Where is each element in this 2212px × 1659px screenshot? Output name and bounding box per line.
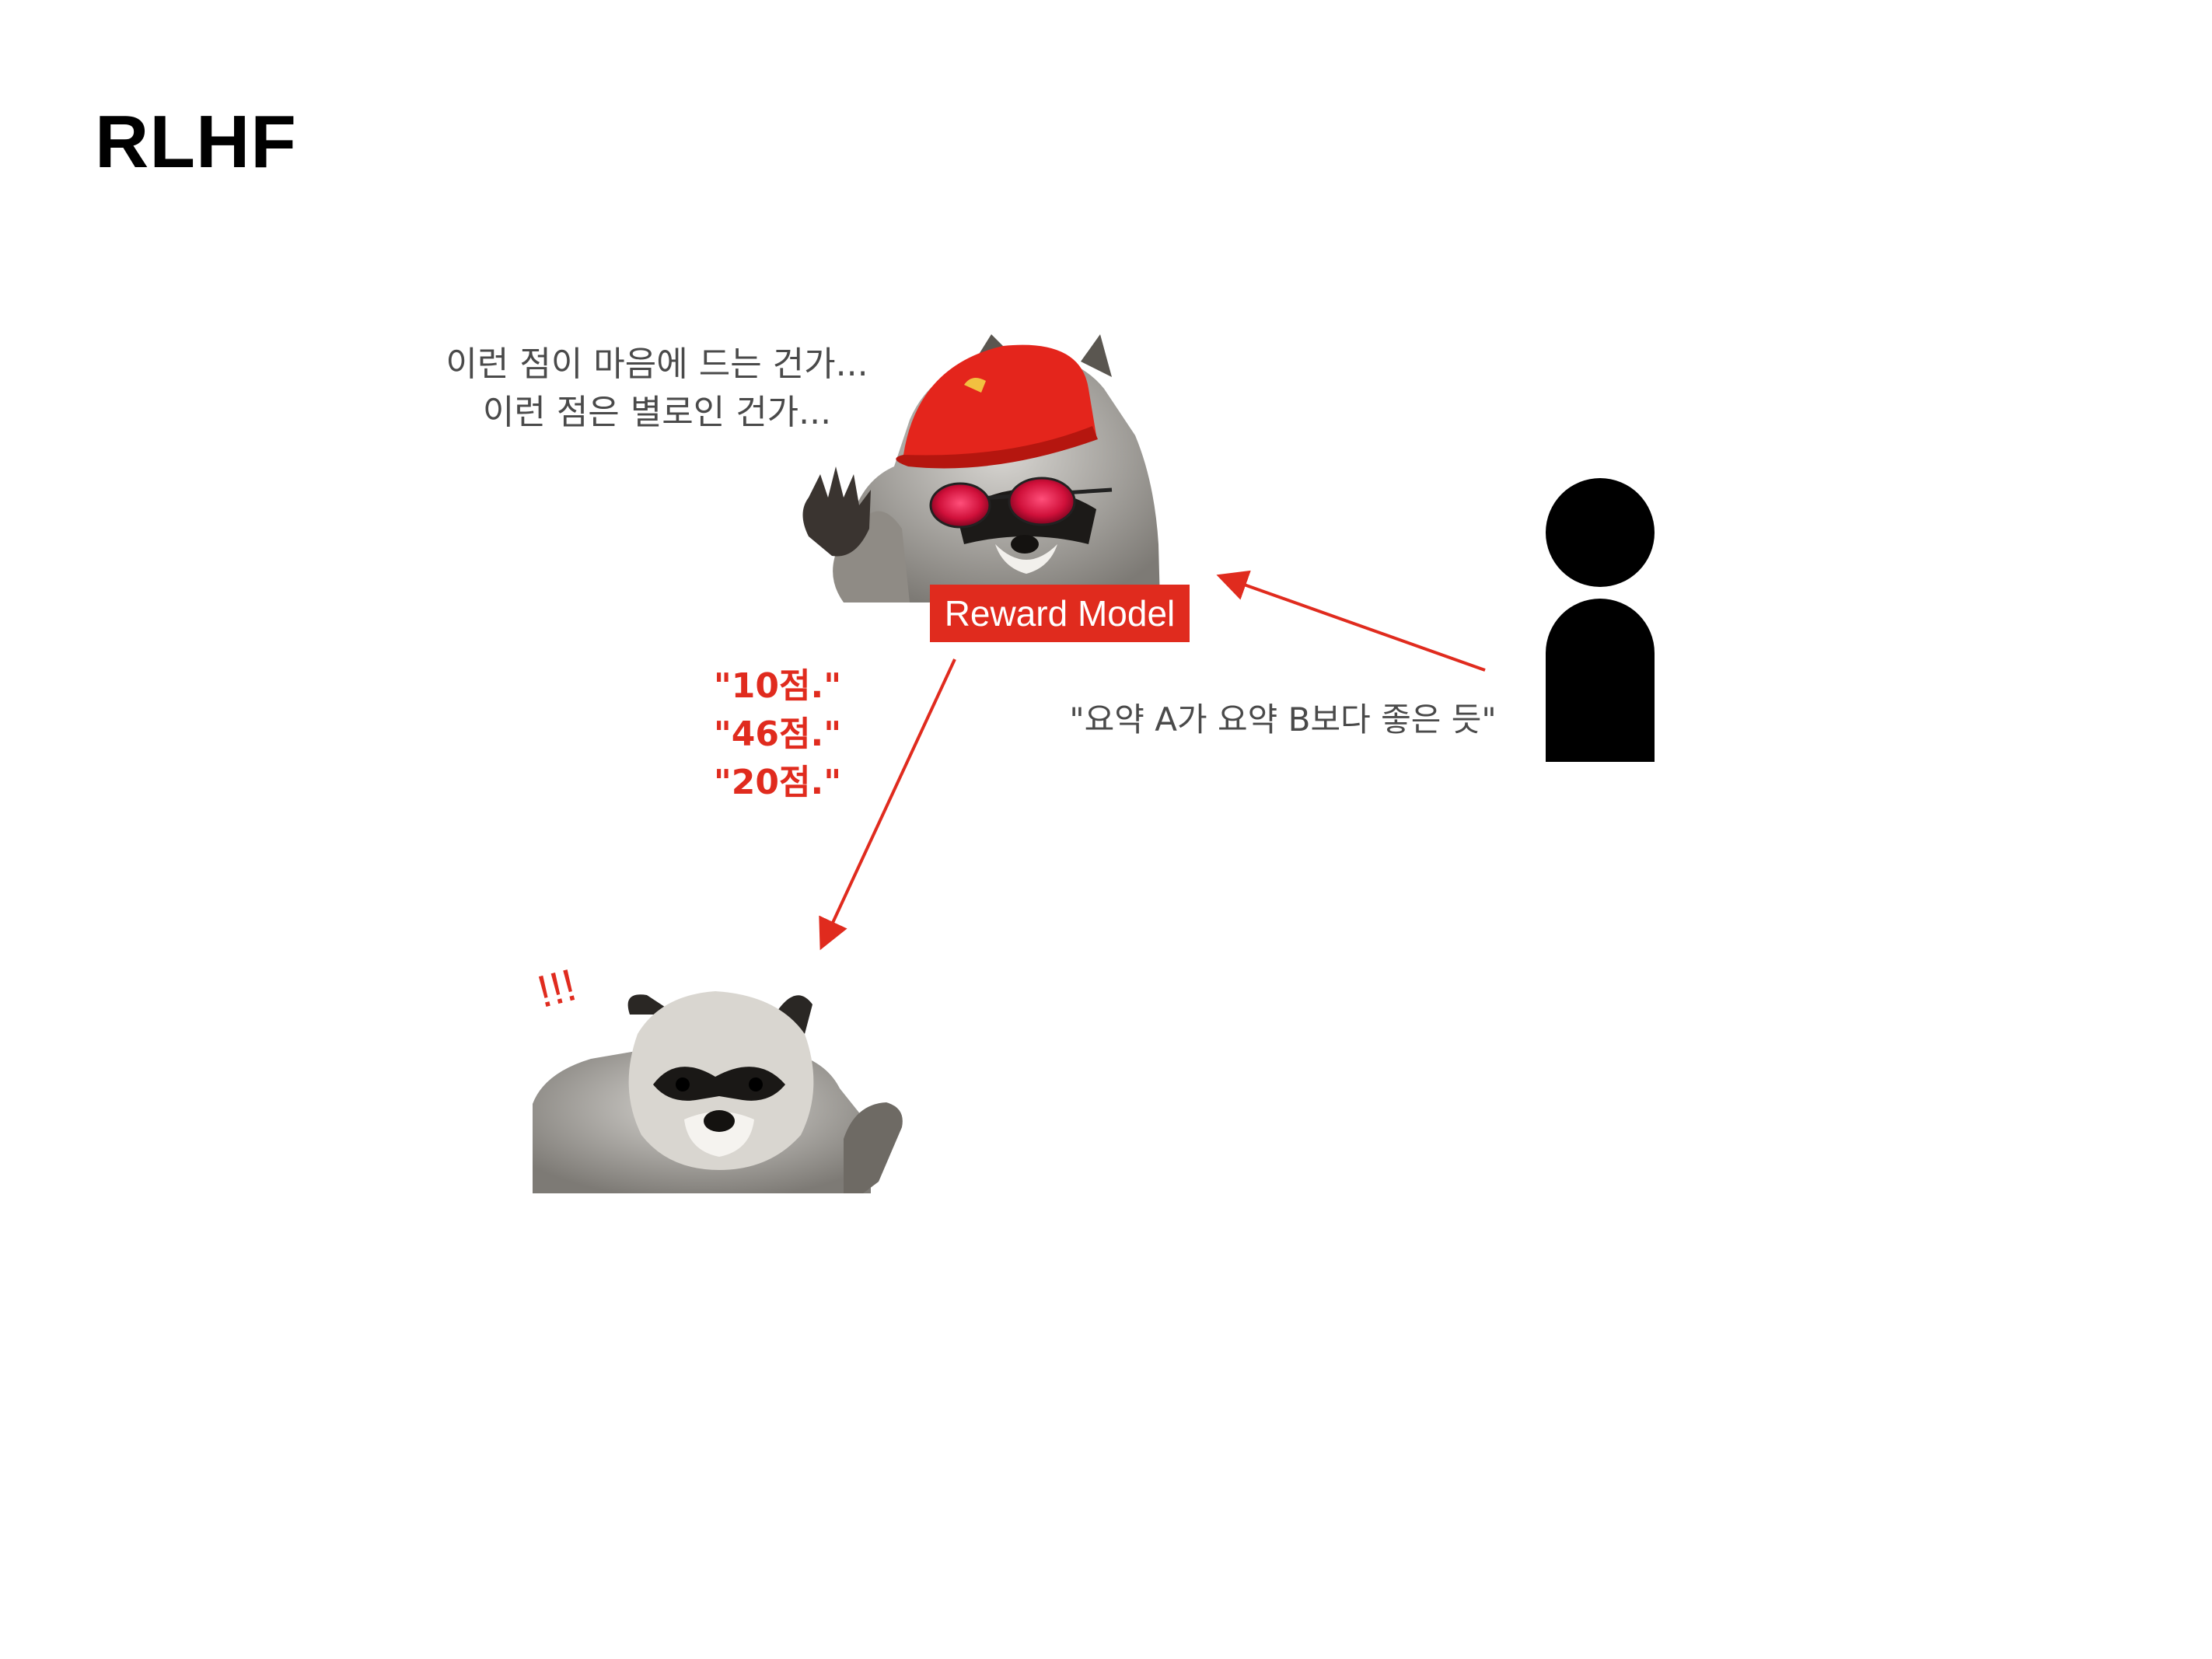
score-item: "20점." xyxy=(713,763,842,802)
feedback-arrow xyxy=(1216,570,1486,672)
score-item: "46점." xyxy=(713,714,842,754)
person-icon xyxy=(1546,478,1655,762)
reward-model-thought: 이런 점이 마음에 드는 건가... 이런 점은 별로인 건가... xyxy=(420,341,894,437)
surprised-raccoon-icon xyxy=(533,991,903,1193)
reward-model-label: Reward Model xyxy=(930,585,1190,642)
score-list: "10점." "46점." "20점." xyxy=(700,662,855,807)
thought-line-2: 이런 점은 별로인 건가... xyxy=(482,393,832,432)
score-item: "10점." xyxy=(713,666,842,706)
slide-title: RLHF xyxy=(95,100,297,183)
human-feedback-text: "요약 A가 요약 B보다 좋은 듯" xyxy=(1069,700,1497,739)
reward-model-raccoon-icon xyxy=(802,334,1160,602)
thought-line-1: 이런 점이 마음에 드는 건가... xyxy=(446,344,868,384)
score-arrow xyxy=(819,658,956,951)
